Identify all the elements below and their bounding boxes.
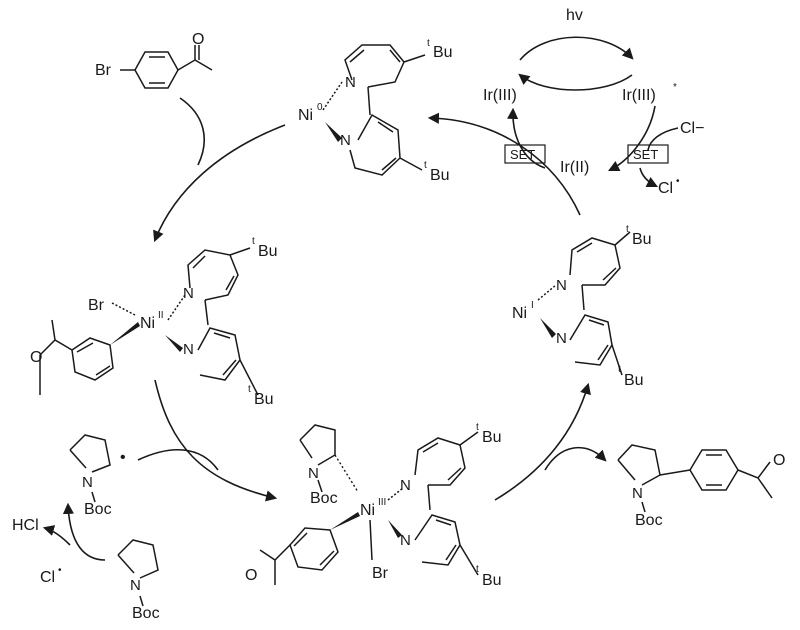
svg-text:SET: SET	[633, 147, 658, 162]
ni0-bipyridine-complex: N t Bu N t Bu Ni 0	[298, 38, 453, 184]
ni1-reduction-arrow	[427, 112, 581, 216]
svg-text:Boc: Boc	[132, 605, 160, 622]
svg-text:Br: Br	[372, 565, 389, 582]
hcl-label: HCl	[12, 517, 39, 534]
svg-text:O: O	[773, 452, 785, 469]
svg-text:Ni: Ni	[298, 107, 313, 124]
svg-text:N: N	[82, 474, 93, 491]
svg-text:Bu: Bu	[254, 391, 274, 408]
ir-excited-to-ir-ii-arrow	[607, 105, 656, 172]
svg-text:t: t	[626, 224, 629, 235]
svg-text:II: II	[158, 310, 164, 321]
svg-text:Bu: Bu	[433, 44, 453, 61]
svg-text:t: t	[248, 384, 251, 395]
radical-entry-arrow	[137, 449, 219, 471]
svg-text:N: N	[400, 532, 411, 549]
set-box-right: SET	[627, 144, 669, 164]
svg-text:N: N	[556, 277, 567, 294]
svg-text:0: 0	[317, 102, 323, 113]
ir-iii-ground-label: Ir(III)	[483, 87, 517, 104]
svg-text:N: N	[130, 577, 141, 594]
ni0-lower-tbu: t Bu	[424, 160, 450, 184]
svg-text:Bu: Bu	[430, 167, 450, 184]
svg-text:Boc: Boc	[84, 501, 112, 518]
ni3-upper-tbu: t Bu	[476, 422, 502, 446]
hv-excitation-arrow	[519, 36, 634, 61]
ir-ii-label: Ir(II)	[560, 159, 589, 176]
svg-text:O: O	[245, 567, 257, 584]
svg-text:*: *	[673, 82, 677, 93]
arylated-pyrrolidine-product: N Boc O	[617, 444, 785, 529]
ni1-complex: Ni I N t Bu N t Bu	[512, 224, 652, 389]
ni3-lower-tbu: t Bu	[476, 564, 502, 589]
svg-text:Ni: Ni	[360, 502, 375, 519]
oxidative-addition-arrow	[153, 124, 286, 243]
ni3-center: Ni III	[360, 497, 386, 519]
aryl-bromide-o: O	[192, 31, 204, 48]
svg-text:Bu: Bu	[482, 572, 502, 589]
aryl-bromide-br: Br	[95, 62, 112, 79]
hcl-release-arrow	[42, 525, 71, 546]
hv-label: hv	[566, 7, 583, 24]
ni2-lower-tbu: t Bu	[248, 384, 274, 408]
ni0-upper-tbu: t Bu	[427, 38, 453, 61]
svg-text:Boc: Boc	[635, 512, 663, 529]
svg-text:•: •	[676, 176, 680, 187]
chlorine-radical-out-arrow	[639, 167, 659, 188]
svg-text:t: t	[252, 236, 255, 247]
aryl-bromide-entry-arrow	[179, 97, 205, 166]
svg-text:N: N	[308, 465, 319, 482]
chlorine-radical-label: Cl •	[658, 176, 680, 197]
svg-text:Bu: Bu	[624, 372, 644, 389]
boc-pyrrolidine: N Boc	[117, 539, 160, 622]
svg-text:Bu: Bu	[482, 429, 502, 446]
relaxation-arrow	[518, 73, 633, 91]
bromoacetophenone: Br O	[95, 31, 213, 89]
radical-dot: •	[120, 449, 126, 466]
reductive-elimination-arrow	[494, 382, 591, 501]
ni3-complex: N Boc Ni III Br O N t Bu N	[245, 422, 502, 589]
svg-text:Ir(III): Ir(III)	[622, 87, 656, 104]
svg-text:•: •	[58, 565, 62, 576]
svg-text:N: N	[400, 477, 411, 494]
ni2-aryl-complex: Br Ni II O N t Bu N t Bu	[30, 236, 278, 408]
svg-text:t: t	[427, 38, 430, 49]
photocatalyst-cycle: hv Ir(III) Ir(III) * Ir(II) SET SET Cl− …	[483, 7, 704, 197]
ni0-lower-n: N	[340, 132, 351, 149]
svg-text:N: N	[632, 485, 643, 502]
svg-text:t: t	[618, 364, 621, 375]
svg-text:Ni: Ni	[140, 315, 155, 332]
ir-iii-excited-label: Ir(III) *	[622, 82, 677, 104]
svg-text:I: I	[531, 300, 534, 311]
svg-text:Boc: Boc	[310, 490, 338, 507]
svg-text:Cl: Cl	[658, 180, 673, 197]
ni1-center: Ni I	[512, 300, 534, 322]
svg-text:N: N	[183, 285, 194, 302]
svg-text:III: III	[378, 497, 386, 508]
svg-text:Cl: Cl	[40, 569, 55, 586]
chloride-label: Cl−	[680, 120, 704, 137]
svg-text:Bu: Bu	[632, 231, 652, 248]
svg-text:t: t	[476, 422, 479, 433]
svg-text:Br: Br	[88, 297, 105, 314]
chlorine-radical-hat: Cl •	[40, 565, 62, 586]
svg-text:t: t	[476, 564, 479, 575]
svg-text:t: t	[424, 160, 427, 171]
svg-text:Bu: Bu	[258, 243, 278, 260]
chloride-in-arrow	[647, 127, 679, 151]
hat-arrow	[62, 502, 106, 561]
pyrrolidinyl-radical: N Boc •	[69, 434, 126, 518]
ni2-upper-tbu: t Bu	[252, 236, 278, 260]
ni0-upper-n: N	[345, 74, 356, 91]
svg-text:N: N	[556, 330, 567, 347]
radical-capture-arrow	[154, 379, 278, 502]
ni1-lower-tbu: t Bu	[618, 364, 644, 389]
ni1-upper-tbu: t Bu	[626, 224, 652, 248]
ni0-center: Ni 0	[298, 102, 323, 124]
svg-text:Ni: Ni	[512, 305, 527, 322]
ni2-center: Ni II	[140, 310, 164, 332]
product-release-arrow	[544, 446, 607, 471]
svg-text:N: N	[183, 341, 194, 358]
